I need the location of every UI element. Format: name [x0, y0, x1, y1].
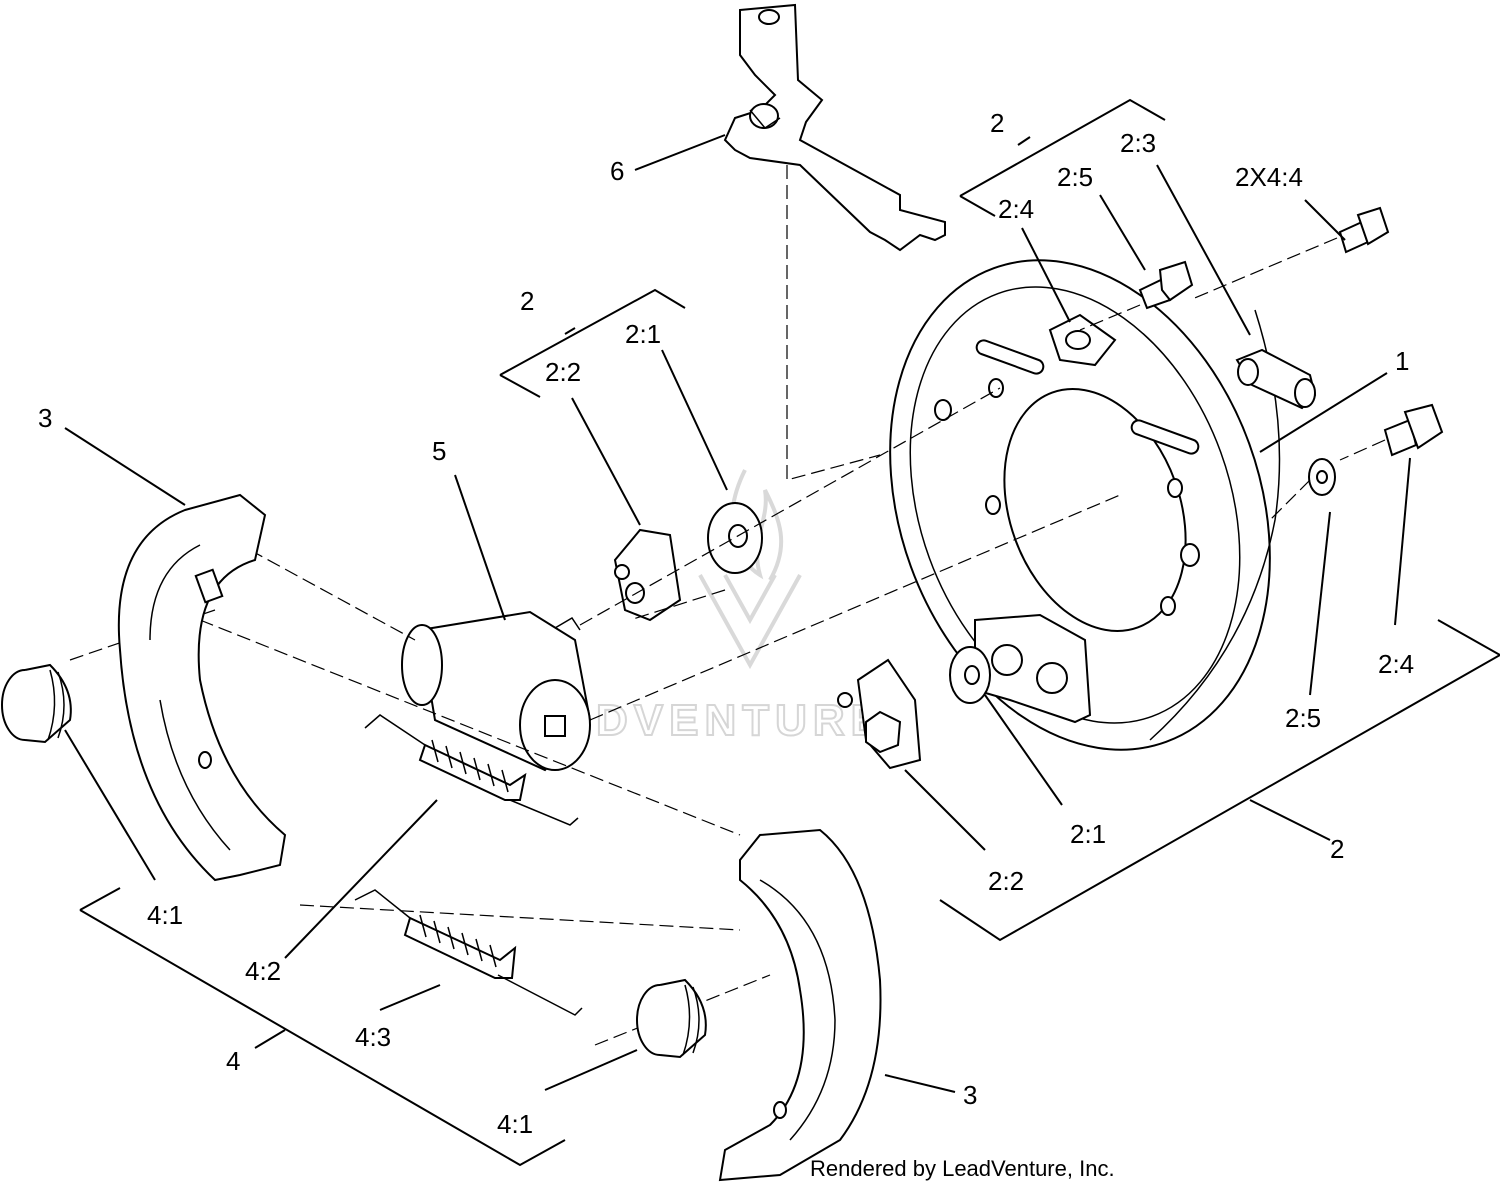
callout-4-2[interactable]: 4:2 [245, 956, 281, 986]
callout-3-left[interactable]: 3 [38, 403, 52, 433]
callout-2-4-top[interactable]: 2:4 [998, 194, 1034, 224]
callout-2-5-top[interactable]: 2:5 [1057, 162, 1093, 192]
kit-bracket-2-top-right [959, 98, 1166, 217]
kit-bracket-2-mid [499, 288, 686, 398]
part-2-2-block-bottom[interactable] [837, 658, 922, 770]
callout-5[interactable]: 5 [432, 436, 446, 466]
part-4-2-spring[interactable] [364, 714, 579, 826]
callout-4-3[interactable]: 4:3 [355, 1022, 391, 1052]
callout-3-bottom[interactable]: 3 [963, 1080, 977, 1110]
callout-2-2-mid[interactable]: 2:2 [545, 357, 581, 387]
part-4-1-cup-left[interactable] [1, 663, 72, 744]
leader-dashed-bolts [1079, 237, 1386, 521]
kit-bracket-2-bottom-right [939, 619, 1500, 942]
callout-labels: 6 3 5 2 2:2 2:1 2 2:3 2:5 2:4 2X4:4 1 2:… [38, 108, 1414, 1139]
leader-lines [64, 134, 1411, 1093]
callout-2-5-right[interactable]: 2:5 [1285, 703, 1321, 733]
callout-4-1-left[interactable]: 4:1 [147, 900, 183, 930]
callout-2-mid[interactable]: 2 [520, 286, 534, 316]
part-5-wheel-cylinder[interactable] [401, 610, 592, 772]
callout-4-1-bottom[interactable]: 4:1 [497, 1109, 533, 1139]
part-2-1-washer-mid[interactable] [707, 502, 763, 574]
callout-4[interactable]: 4 [226, 1046, 240, 1076]
callout-2-bottom-right[interactable]: 2 [1330, 834, 1344, 864]
footer-credit: Rendered by LeadVenture, Inc. [810, 1156, 1115, 1181]
callout-2-top-right[interactable]: 2 [990, 108, 1004, 138]
kit-bracket-4 [79, 887, 566, 1167]
callout-6[interactable]: 6 [610, 156, 624, 186]
callout-2-3[interactable]: 2:3 [1120, 128, 1156, 158]
callout-2x4-4[interactable]: 2X4:4 [1235, 162, 1303, 192]
part-2-5-washer-right[interactable] [1308, 458, 1336, 496]
part-4-3-spring[interactable] [354, 889, 583, 1016]
part-2x4-4-bolt[interactable] [1338, 206, 1390, 254]
part-2-2-block-mid[interactable] [613, 528, 682, 622]
callout-2-2-bottom[interactable]: 2:2 [988, 866, 1024, 896]
callout-1[interactable]: 1 [1395, 346, 1409, 376]
part-3-shoe-left[interactable] [117, 493, 287, 882]
leader-dashed-center [69, 387, 1121, 1046]
part-6-lever[interactable] [723, 3, 946, 252]
part-2-1-washer-bottom[interactable] [949, 646, 991, 704]
part-2-4-bolt-right[interactable] [1383, 403, 1444, 457]
part-2-3-pin[interactable] [1235, 348, 1317, 410]
watermark-v-icon [698, 574, 802, 670]
callout-2-1-bottom[interactable]: 2:1 [1070, 819, 1106, 849]
part-4-1-cup-bottom[interactable] [636, 978, 707, 1059]
part-2-5-bolt-top[interactable] [1138, 260, 1194, 310]
callout-2-1-mid[interactable]: 2:1 [625, 319, 661, 349]
callout-2-4-right[interactable]: 2:4 [1378, 649, 1414, 679]
leader-dashed-6 [786, 165, 881, 481]
part-3-shoe-bottom[interactable] [718, 828, 882, 1182]
part-1-backing-plate[interactable] [825, 207, 1336, 804]
